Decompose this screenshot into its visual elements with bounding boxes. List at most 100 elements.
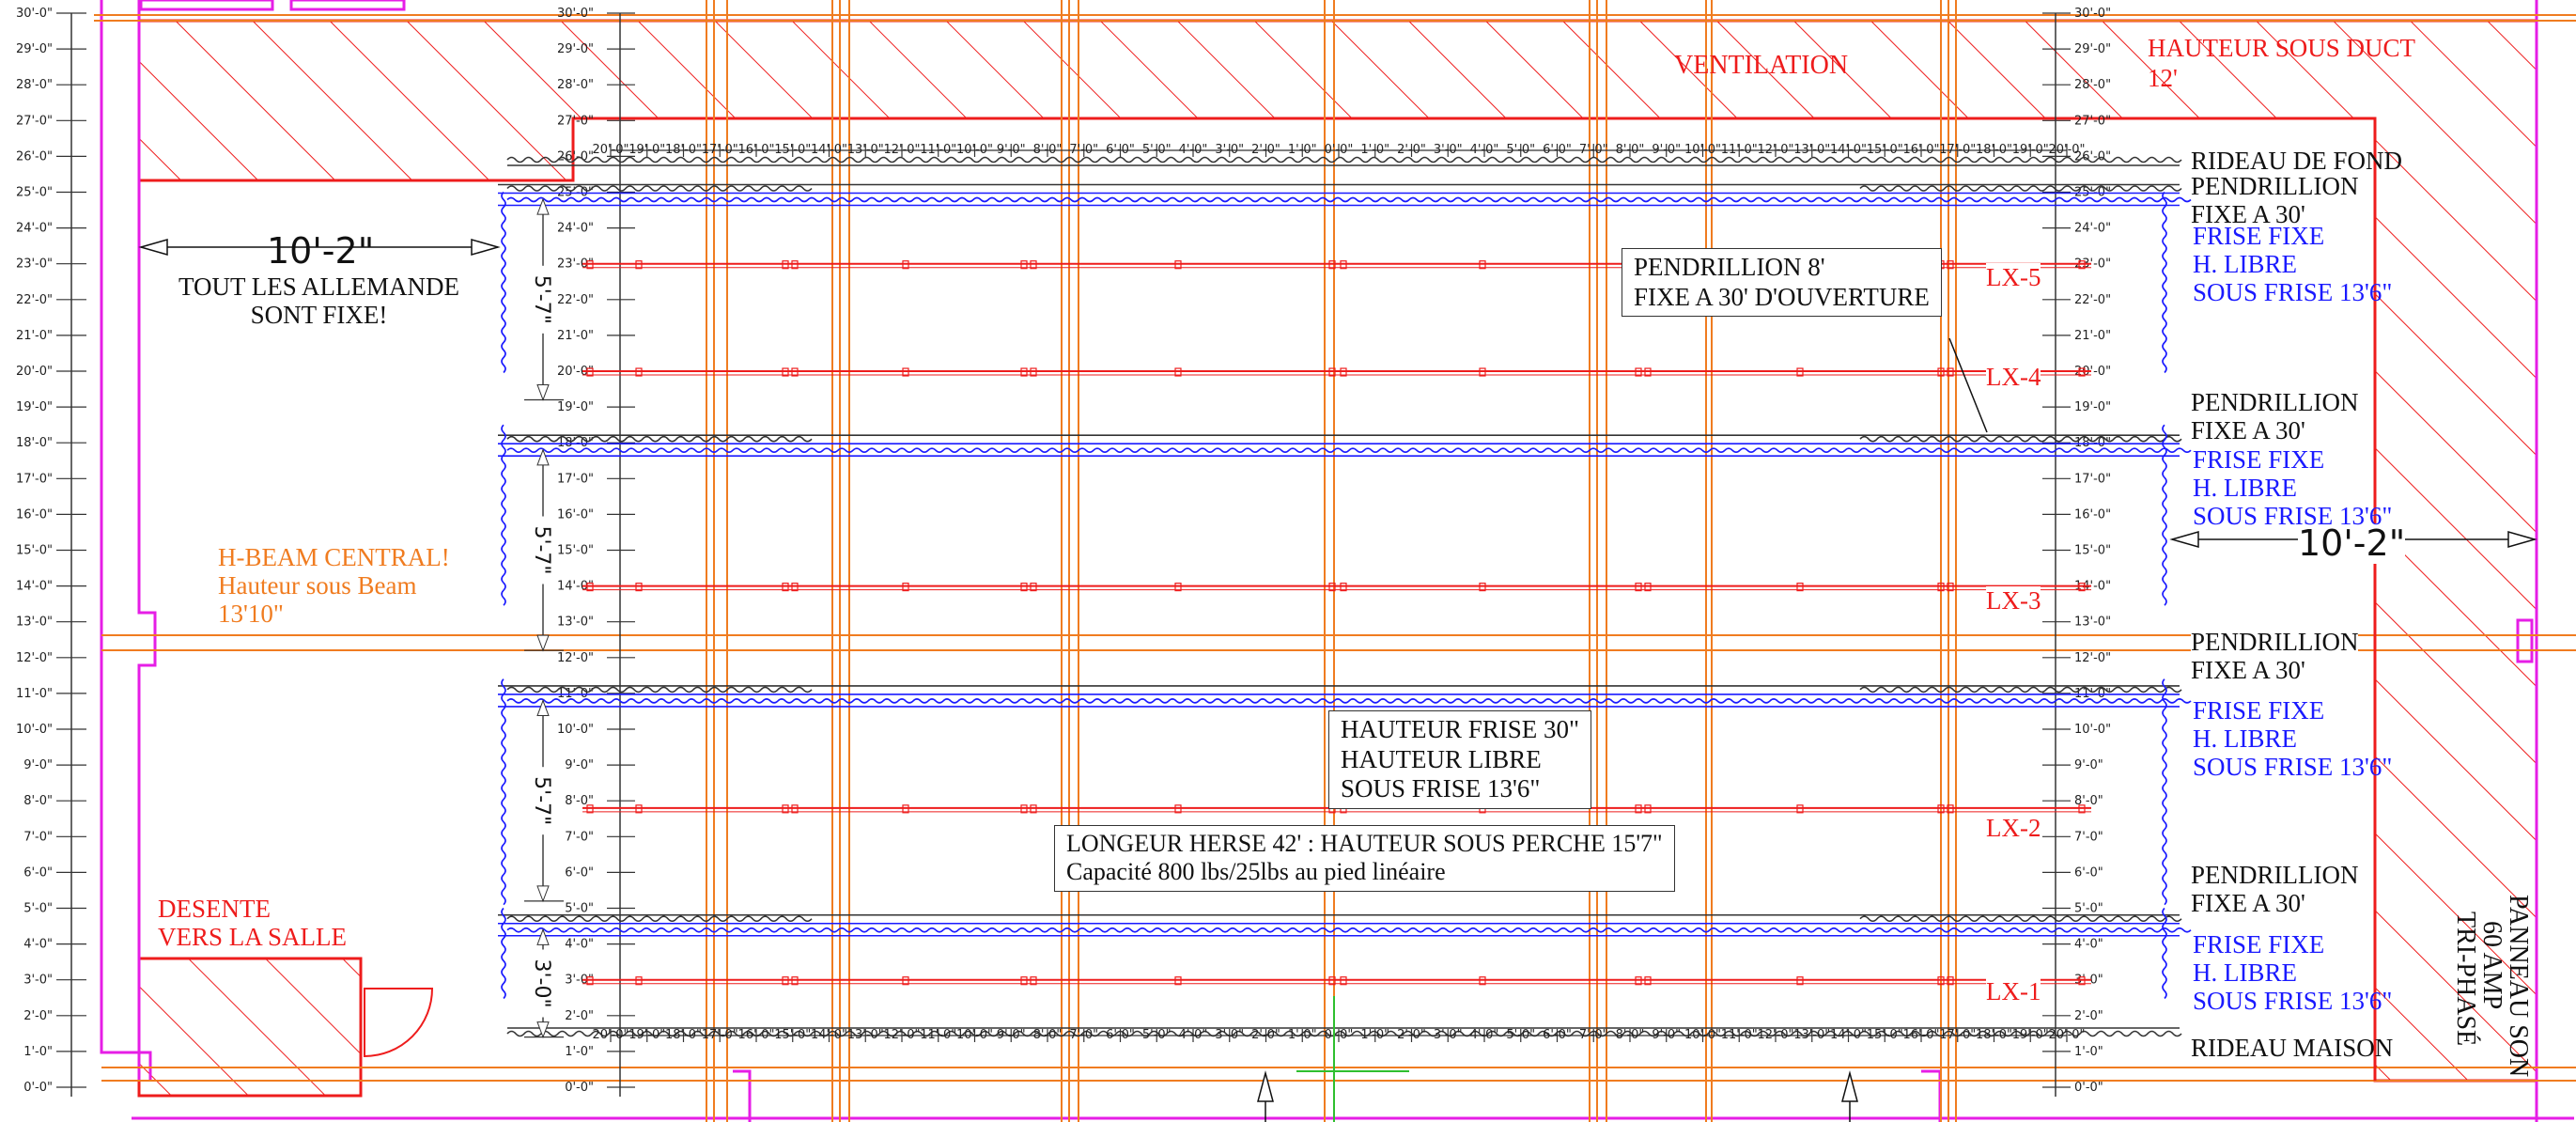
ruler-tick-label: 17'-0": [557, 472, 594, 486]
frise-title: FRISE FIXE: [2193, 445, 2325, 474]
pendrillion-leg-right: [2162, 424, 2167, 606]
lx-fixture: [586, 367, 594, 377]
width-scale-label: 0'-0": [1325, 143, 1354, 157]
lx2-label: LX-2: [1986, 814, 2041, 843]
frise-height-line-1: HAUTEUR FRISE 30": [1341, 715, 1580, 743]
ruler-tick-label: 13'-0": [16, 616, 53, 630]
pendrillion-leg-right: [2162, 907, 2167, 1000]
panneau-son-note: PANNEAU SON 60 AMP TRI-PHASÉ: [2451, 895, 2533, 1077]
width-scale-label: 6'-0": [1543, 143, 1572, 157]
frise-libre: H. LIBRE: [2193, 250, 2297, 279]
lx-fixture: [2078, 260, 2086, 270]
center-mark: [1296, 996, 1409, 1122]
lx-fixture: [1796, 582, 1804, 592]
ruler-tick-label: 12'-0": [557, 651, 594, 665]
dimension-arrow-left: [138, 239, 501, 256]
width-scale-label: 19'-0": [2012, 143, 2049, 157]
hbeam-line-3: 13'10": [218, 600, 284, 629]
width-scale-label: 10'-0": [956, 143, 993, 157]
width-scale-label: 5'-0": [1506, 143, 1535, 157]
ruler-tick-label: 15'-0": [557, 544, 594, 558]
width-scale-label: 10'-0": [956, 1028, 993, 1042]
ruler-tick-label: 4'-0": [2074, 938, 2103, 952]
ruler-tick-label: 9'-0": [565, 758, 594, 772]
width-scale-label: 9'-0": [1652, 143, 1681, 157]
ruler-tick-label: 8'-0": [565, 794, 594, 808]
lx-fixture: [1174, 367, 1182, 377]
ruler-tick-label: 2'-0": [23, 1009, 53, 1023]
stage-markers: [1257, 1070, 1858, 1122]
lx-fixture: [1020, 367, 1028, 377]
dim-left-label: 10'-2": [267, 230, 375, 272]
lx-fixture: [1340, 367, 1347, 377]
ruler-tick-label: 12'-0": [2074, 651, 2111, 665]
width-scale-label: 6'-0": [1106, 143, 1135, 157]
ruler-tick-label: 0'-0": [2074, 1081, 2103, 1095]
ruler-tick-label: 27'-0": [16, 114, 53, 128]
width-scale-label: 14'-0": [1830, 143, 1867, 157]
width-scale-label: 13'-0": [847, 143, 884, 157]
frise-title: FRISE FIXE: [2193, 696, 2325, 725]
duct-height-label: HAUTEUR SOUS DUCT: [2148, 34, 2416, 62]
pendrillion-leg-left: [501, 678, 506, 906]
width-scale-label: 15'-0": [774, 1028, 811, 1042]
width-scale-label: 13'-0": [1793, 1028, 1830, 1042]
pendrillion-title: PENDRILLION: [2191, 628, 2359, 656]
lx-fixture: [1796, 804, 1804, 814]
gap-dim-label: 5'-7": [530, 776, 553, 825]
lx-fixture: [1340, 976, 1347, 986]
width-scale-label: 14'-0": [811, 1028, 847, 1042]
pendrillion-title: PENDRILLION: [2191, 861, 2359, 889]
lx-fixture: [1340, 260, 1347, 270]
lx-fixture: [1947, 804, 1954, 814]
ruler-tick-label: 30'-0": [16, 7, 53, 21]
ruler-tick-label: 29'-0": [16, 42, 53, 56]
lx-fixture: [1947, 260, 1954, 270]
width-scale-label: 8'-0": [1033, 143, 1063, 157]
lx-fixture: [1020, 976, 1028, 986]
lx-fixture: [1937, 804, 1945, 814]
ruler-tick-label: 7'-0": [2074, 830, 2103, 844]
lx-fixture: [1796, 976, 1804, 986]
desente-note: DESENTE VERS LA SALLE: [158, 895, 347, 951]
desente-line-2: VERS LA SALLE: [158, 923, 348, 952]
ruler-tick-label: 21'-0": [16, 329, 53, 343]
allemande-note: TOUT LES ALLEMANDE SONT FIXE!: [178, 273, 459, 329]
lx-fixture: [1479, 260, 1486, 270]
ruler-tick-label: 24'-0": [16, 222, 53, 236]
frise-libre: H. LIBRE: [2193, 474, 2297, 503]
gap-dim-arrow: [536, 448, 550, 466]
width-scale-label: 11'-0": [1721, 143, 1758, 157]
ruler-tick-label: 5'-0": [2074, 902, 2103, 916]
lx-fixture: [586, 804, 594, 814]
ruler-tick-label: 27'-0": [2074, 114, 2111, 128]
pendrillion-8-line-1: PENDRILLION 8': [1634, 253, 1825, 281]
frise-height-line-2: HAUTEUR LIBRE: [1341, 744, 1542, 773]
ruler-tick-label: 21'-0": [557, 329, 594, 343]
pendrillion-curtain: [1859, 185, 2182, 192]
lx-fixture: [791, 976, 799, 986]
allemande-line-2: SONT FIXE!: [250, 301, 388, 330]
lx1-label: LX-1: [1986, 977, 2041, 1006]
ruler-tick-label: 1'-0": [23, 1045, 53, 1059]
height-ruler-center-right: 30'-0"29'-0"28'-0"27'-0"26'-0"25'-0"24'-…: [2042, 7, 2111, 1097]
width-scale-label: 17'-0": [1939, 1028, 1976, 1042]
ruler-tick-label: 9'-0": [23, 758, 53, 772]
pendrillion-curtain: [1859, 686, 2182, 693]
lx-fixture: [1020, 804, 1028, 814]
ruler-tick-label: 30'-0": [2074, 7, 2111, 21]
width-scale-label: 1'-0": [1288, 1028, 1317, 1042]
pendrillion-height: FIXE A 30': [2191, 656, 2305, 685]
width-scale-top: 20'-0"19'-0"18'-0"17'-0"16'-0"15'-0"14'-…: [592, 143, 2086, 157]
ruler-tick-label: 7'-0": [23, 830, 53, 844]
lx-fixture: [1796, 367, 1804, 377]
herse-line-2: Capacité 800 lbs/25lbs au pied linéaire: [1066, 858, 1446, 886]
lx-fixture: [1644, 804, 1652, 814]
width-scale-label: 7'-0": [1579, 143, 1608, 157]
ventilation-label: VENTILATION: [1674, 51, 1849, 80]
width-scale-label: 17'-0": [1939, 143, 1976, 157]
width-scale-label: 18'-0": [665, 143, 702, 157]
hatch-stair-zone: [137, 957, 363, 1098]
width-scale-label: 7'-0": [1069, 143, 1098, 157]
rideau-fond-curtain: [506, 156, 2182, 164]
